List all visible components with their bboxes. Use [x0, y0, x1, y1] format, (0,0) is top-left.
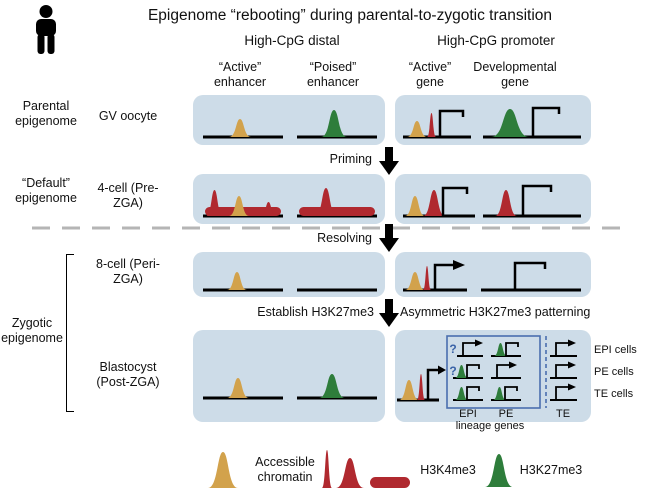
h3k4me3-domain — [370, 477, 410, 488]
subheader-developmental-gene: Developmental gene — [473, 60, 557, 89]
gene-symbol-inactive — [466, 364, 480, 378]
accessible-chromatin-peak — [405, 272, 425, 290]
stage-label-blastocyst: Blastocyst (Post-ZGA) — [96, 360, 160, 389]
h3k27me3-peak — [455, 387, 468, 400]
transition-label-priming: Priming — [329, 152, 372, 166]
h3k27me3-peak — [491, 109, 529, 137]
question-mark-epi: ? — [449, 342, 457, 356]
panel-gv-oocyte-promoter — [395, 95, 591, 145]
subheader-active-enhancer: “Active” enhancer — [213, 60, 267, 89]
legend-label-h3k4me3: H3K4me3 — [420, 463, 476, 477]
accessible-chromatin-peak — [227, 272, 247, 290]
stage-label-8-cell: 8-cell (Peri-ZGA) — [96, 257, 160, 286]
gene-symbol-inactive — [441, 186, 469, 216]
lineage-genes-caption: lineage genes — [455, 420, 525, 432]
h3k27me3-peak — [493, 387, 506, 400]
accessible-chromatin-peak — [405, 196, 425, 216]
gene-arrow-active — [555, 342, 568, 356]
group-label-default: “Default” epigenome — [15, 176, 77, 205]
figure-title: Epigenome “rebooting” during parental-to… — [147, 7, 553, 24]
gene-arrow-active — [496, 364, 509, 378]
accessible-chromatin-peak — [229, 119, 251, 137]
gene-arrowhead — [475, 339, 483, 347]
group-label-parental: Parental epigenome — [15, 99, 77, 128]
subheader-active-gene: “Active” gene — [408, 60, 452, 89]
transition-label-resolving: Resolving — [317, 231, 372, 245]
panel-8cell-distal — [193, 252, 385, 297]
legend-label-accessible-chromatin: Accessible chromatin — [255, 455, 315, 484]
gene-arrowhead — [568, 361, 576, 369]
panel-gv-oocyte-distal — [193, 95, 385, 145]
column-label-te: TE — [555, 408, 571, 420]
question-mark-pe: ? — [449, 364, 457, 378]
h3k4me3-peak — [495, 190, 517, 216]
h3k4me3-peak — [423, 190, 445, 216]
subheader-poised-enhancer: “Poised” enhancer — [306, 60, 360, 89]
dashed-separator — [32, 226, 620, 230]
h3k4me3-spike — [417, 374, 425, 400]
transition-label-asymmetric: Asymmetric H3K27me3 patterning — [400, 305, 591, 319]
cell-row-label-te: TE cells — [594, 388, 634, 400]
gene-arrowhead — [509, 361, 517, 369]
accessible-chromatin-peak — [399, 380, 419, 400]
panel-4cell-distal — [193, 174, 385, 224]
h3k27me3-peak — [494, 343, 507, 356]
column-label-pe: PE — [498, 408, 514, 420]
panel-blastocyst-promoter — [395, 330, 591, 422]
h3k4me3-spike — [423, 266, 431, 290]
h3k27me3-peak — [319, 374, 345, 398]
column-label-epi: EPI — [459, 408, 477, 420]
gene-arrow-active — [433, 263, 453, 290]
column-header-promoter: High-CpG promoter — [437, 33, 555, 48]
accessible-chromatin-peak — [227, 378, 249, 398]
legend-accessible-chromatin-glyph — [208, 452, 238, 488]
legend-h3k4me3-glyphs — [322, 450, 410, 488]
h3k4me3-spike — [427, 113, 436, 137]
gene-arrow-active — [555, 364, 568, 378]
gene-arrowhead — [568, 339, 576, 347]
gene-arrowhead — [568, 383, 576, 391]
legend-h3k27me3-glyph — [485, 454, 513, 487]
cell-row-label-pe: PE cells — [594, 366, 634, 378]
gene-symbol-inactive — [531, 106, 561, 137]
lineage-box-border — [446, 335, 541, 409]
gene-arrowhead — [453, 260, 465, 270]
h3k4me3-domain — [299, 207, 375, 216]
human-icon — [36, 5, 56, 54]
down-arrow-resolving — [379, 224, 399, 252]
down-arrow-establish — [379, 299, 399, 327]
gene-symbol-inactive — [505, 342, 519, 356]
cell-row-label-epi: EPI cells — [594, 344, 637, 356]
h3k27me3-peak — [321, 110, 347, 137]
down-arrow-priming — [379, 147, 399, 175]
gene-symbol-inactive — [504, 386, 518, 400]
gene-arrow-active — [426, 368, 438, 400]
gene-symbol-inactive — [513, 261, 547, 290]
gene-symbol-inactive — [466, 386, 480, 400]
h3k4me3-spike — [322, 450, 332, 488]
column-header-distal: High-CpG distal — [244, 33, 340, 48]
accessible-chromatin-peak — [407, 121, 427, 137]
zygotic-bracket — [66, 254, 74, 412]
legend-label-h3k27me3: H3K27me3 — [519, 463, 583, 477]
panel-8cell-promoter — [395, 252, 591, 297]
stage-label-4-cell: 4-cell (Pre-ZGA) — [97, 181, 159, 210]
gene-arrow-active — [462, 342, 475, 356]
panel-4cell-promoter — [395, 174, 591, 224]
gene-arrowhead — [438, 365, 446, 375]
panel-blastocyst-distal — [193, 330, 385, 422]
stage-label-gv-oocyte: GV oocyte — [98, 109, 158, 123]
h3k4me3-peak — [336, 458, 364, 488]
group-label-zygotic: Zygotic epigenome — [1, 316, 63, 345]
transition-label-establish: Establish H3K27me3 — [257, 305, 374, 319]
gene-symbol-inactive — [438, 109, 465, 137]
gene-symbol-inactive — [521, 184, 553, 216]
gene-arrow-active — [555, 386, 568, 400]
